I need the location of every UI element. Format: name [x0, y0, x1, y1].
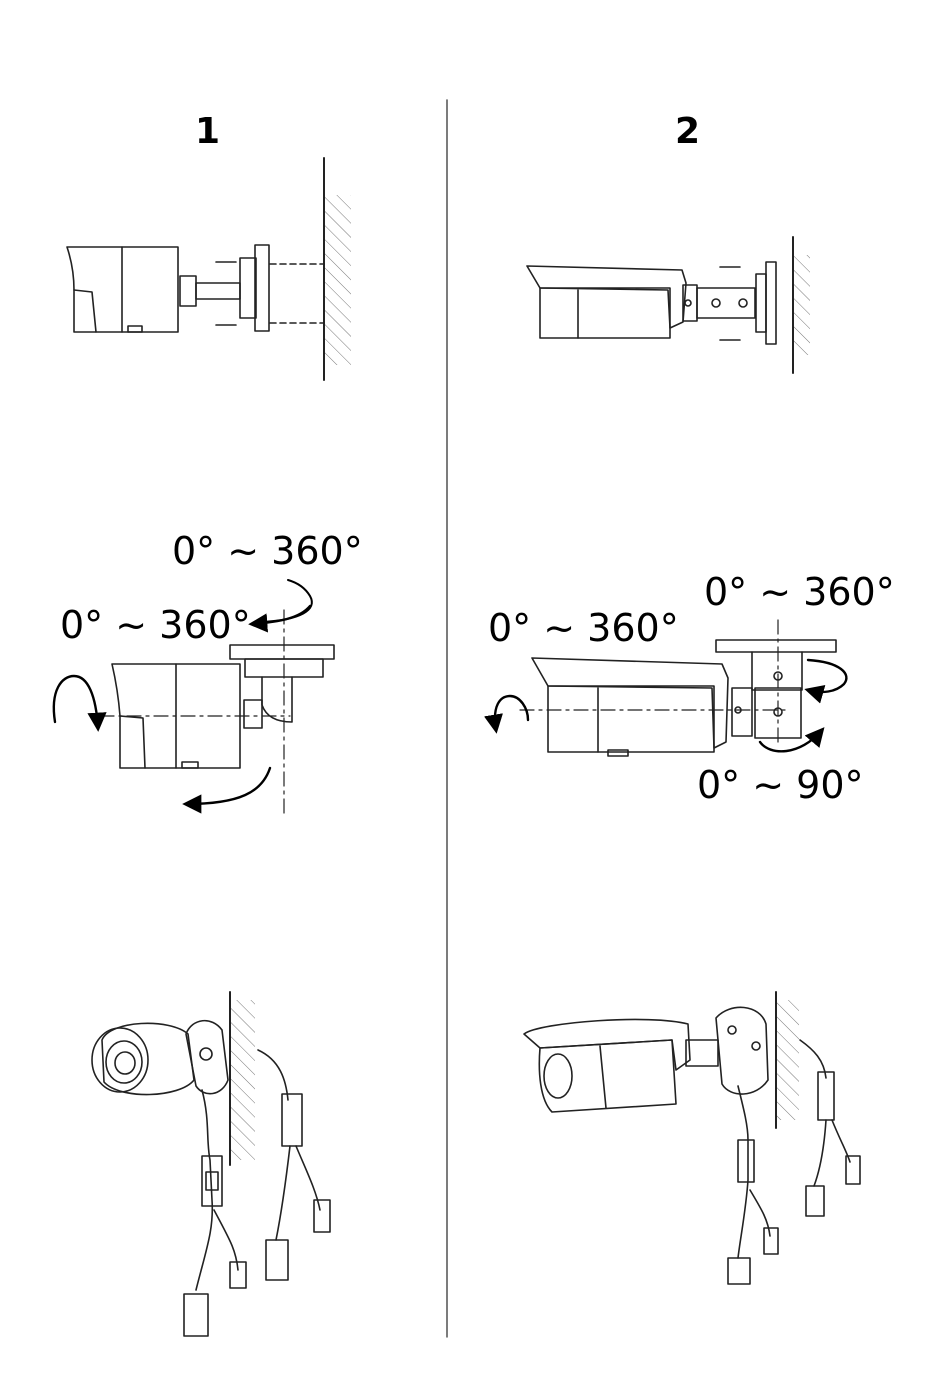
col2-cable-view — [524, 992, 860, 1284]
col1-cable-view — [92, 992, 330, 1336]
step-number-1: 1 — [195, 114, 220, 150]
col2-wall-mount-view — [527, 237, 810, 373]
col1-left-rotation-label: 0° ~ 360° — [60, 606, 251, 644]
col1-top-rotation-label: 0° ~ 360° — [172, 532, 363, 570]
col2-right-rotation-label: 0° ~ 360° — [704, 573, 895, 611]
col1-wall-mount-view — [67, 158, 351, 380]
step-number-2: 2 — [675, 114, 700, 150]
col2-bottom-rotation-label: 0° ~ 90° — [697, 766, 864, 804]
col2-left-rotation-label: 0° ~ 360° — [488, 609, 679, 647]
